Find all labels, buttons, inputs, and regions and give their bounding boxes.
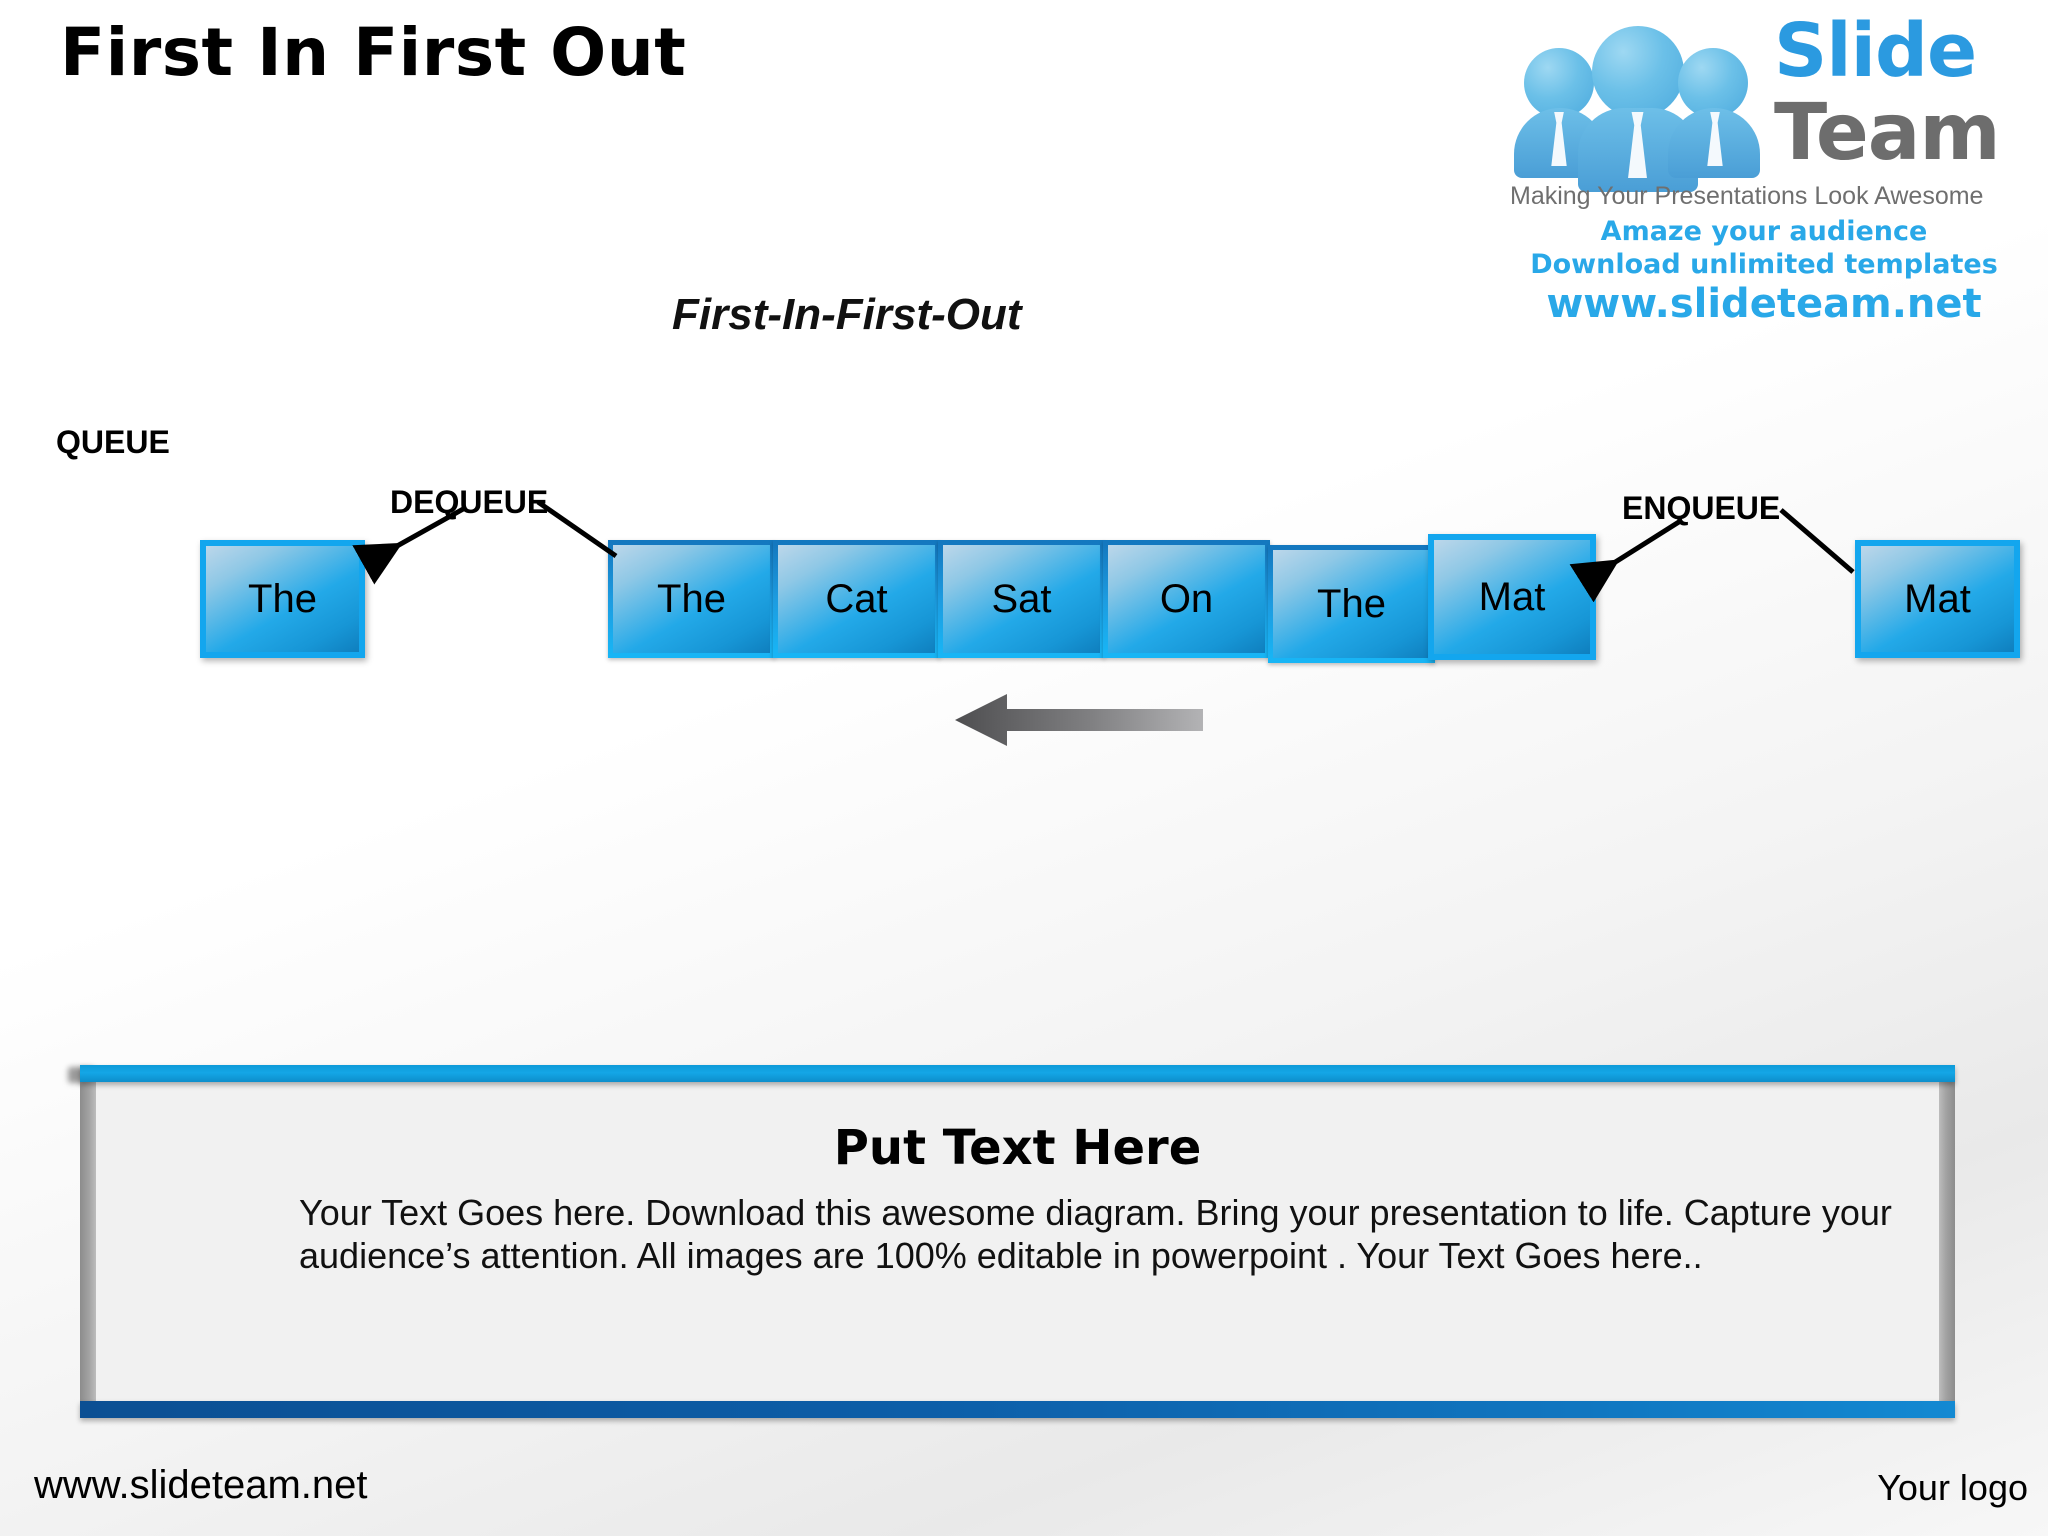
page-title: First In First Out [60,14,687,91]
diagram-subtitle: First-In-First-Out [672,290,1022,339]
panel-top-bar [80,1065,1955,1082]
queue-box-1[interactable]: Cat [773,540,940,658]
dequeue-arrow-left [352,505,467,585]
queue-box-0-label: The [657,577,726,621]
people-group-icon [1514,12,1768,192]
queue-box-1-label: Cat [825,577,888,621]
text-panel: Put Text Here Your Text Goes here. Downl… [68,1065,1955,1418]
logo-tagline: Making Your Presentations Look Awesome [1510,182,1984,210]
enqueue-arrow-right [1779,508,1855,574]
queue-box-4-label: The [1317,582,1386,626]
slideteam-logo[interactable]: Slide Team Making Your Presentations Loo… [1494,4,2034,327]
queue-box-4[interactable]: The [1268,545,1435,663]
dequeue-label: DEQUEUE [390,484,549,520]
panel-body: Put Text Here Your Text Goes here. Downl… [96,1082,1939,1401]
dequeued-box[interactable]: The [200,540,365,658]
queue-box-0[interactable]: The [608,540,775,658]
enqueue-arrow-left [1569,517,1684,603]
panel-paragraph: Your Text Goes here. Download this aweso… [299,1192,1892,1276]
panel-right-edge [1939,1082,1955,1401]
queue-box-2[interactable]: Sat [938,540,1105,658]
footer-logo-slot: Your logo [1877,1467,2028,1508]
logo-brand-primary: Slide [1774,8,1977,94]
queue-box-2-label: Sat [991,577,1052,621]
dequeued-box-label: The [248,577,317,621]
enqueue-label: ENQUEUE [1622,490,1781,526]
queue-box-5-label: Mat [1478,575,1546,619]
queue-label: QUEUE [56,424,170,460]
queue-flow-arrow [955,694,1203,746]
enqueue-source-box[interactable]: Mat [1855,540,2020,658]
enqueue-source-label: Mat [1904,577,1971,621]
logo-promo-line-2: Download unlimited templates [1530,249,1998,280]
panel-left-edge [80,1082,96,1401]
logo-brand-secondary: Team [1774,88,2001,178]
logo-promo-line-1: Amaze your audience [1600,216,1928,247]
queue-box-3[interactable]: On [1103,540,1270,658]
panel-heading: Put Text Here [833,1120,1202,1176]
dequeue-arrow-right [536,499,618,559]
footer-website[interactable]: www.slideteam.net [34,1463,368,1507]
panel-bottom-bar [80,1401,1955,1418]
logo-website-url[interactable]: www.slideteam.net [1546,281,1982,327]
queue-box-3-label: On [1159,577,1214,621]
